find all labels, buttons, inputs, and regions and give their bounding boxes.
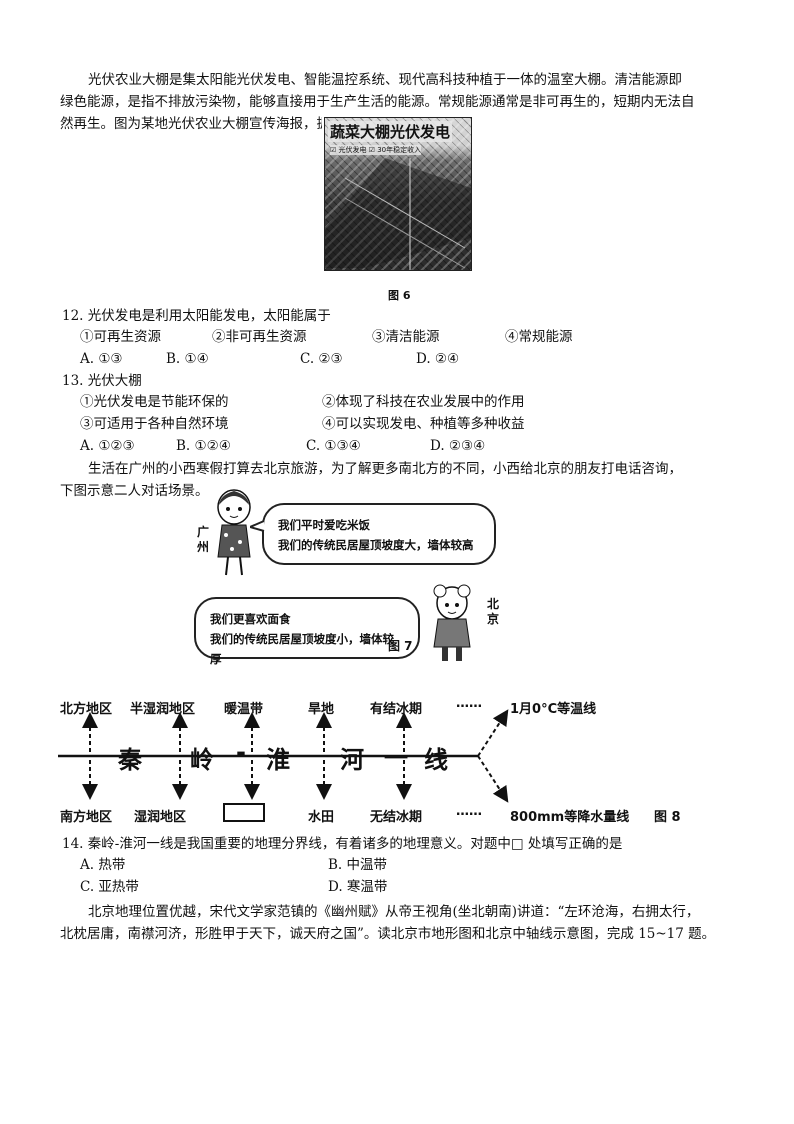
q12-item-4: ④常规能源 bbox=[505, 329, 573, 345]
f8-bottom-dots: …… bbox=[456, 804, 482, 819]
q12-item-1: ①可再生资源 bbox=[80, 329, 161, 345]
f8-bottom-4: 水田 bbox=[308, 810, 335, 825]
intro1-line1: 光伏农业大棚是集太阳能光伏发电、智能温控系统、现代高科技种植于一体的温室大棚。清… bbox=[88, 72, 682, 88]
poster-title: 蔬菜大棚光伏发电 bbox=[328, 121, 453, 142]
beijing-girl-illustration bbox=[433, 584, 471, 661]
f8-bottom-5: 无结冰期 bbox=[370, 810, 423, 825]
q12-option-d[interactable]: D. ②④ bbox=[416, 351, 460, 367]
q12-option-a[interactable]: A. ①③ bbox=[80, 351, 123, 367]
figure-7-dialogue: 广州 我们平时爱吃米饭 我们的传统民居屋顶坡度大，墙体较高 我们更喜欢面食 我们… bbox=[190, 485, 510, 670]
f8-top-6: 1月0°C等温线 bbox=[510, 702, 597, 717]
q13-item-2: ②体现了科技在农业发展中的作用 bbox=[322, 394, 525, 410]
q13-option-d[interactable]: D. ②③④ bbox=[430, 438, 486, 454]
f8-top-1: 北方地区 bbox=[60, 702, 113, 717]
figure-6-poster: 蔬菜大棚光伏发电 ☑ 光伏发电 ☑ 30年稳定收入 图 6 bbox=[322, 115, 474, 305]
intro1-line2: 绿色能源，是指不排放污染物，能够直接用于生产生活的能源。常规能源通常是非可再生的… bbox=[60, 94, 695, 110]
f8-top-5: 有结冰期 bbox=[370, 702, 423, 717]
f8-bottom-6: 800mm等降水量线 bbox=[510, 810, 630, 825]
speech-bubble-beijing: 我们更喜欢面食 我们的传统民居屋顶坡度小，墙体较厚 bbox=[194, 597, 420, 666]
guangzhou-girl-illustration bbox=[217, 489, 251, 576]
figure-7-caption: 图 7 bbox=[388, 639, 413, 653]
f8-center-1: 秦 bbox=[118, 746, 142, 774]
boundary-diagram-lines bbox=[58, 709, 509, 822]
f8-top-4: 旱地 bbox=[308, 702, 335, 717]
bubble1-line1: 我们平时爱吃米饭 bbox=[278, 518, 370, 532]
f8-center-5: 河 bbox=[340, 746, 364, 774]
poster-subtitle: ☑ 光伏发电 ☑ 30年稳定收入 bbox=[330, 145, 422, 155]
q14-stem: 14. 秦岭-淮河一线是我国重要的地理分界线，有着诸多的地理意义。对题中□ 处填… bbox=[62, 836, 623, 852]
f8-center-6: 一 bbox=[384, 744, 408, 772]
q12-option-c[interactable]: C. ②③ bbox=[300, 351, 343, 367]
q13-stem: 13. 光伏大棚 bbox=[62, 373, 142, 389]
f8-bottom-2: 湿润地区 bbox=[134, 810, 187, 825]
bubble1-line2: 我们的传统民居屋顶坡度大，墙体较高 bbox=[278, 538, 474, 552]
q12-option-b[interactable]: B. ①④ bbox=[166, 351, 209, 367]
blank-box bbox=[223, 803, 265, 822]
intro2-line2: 下图示意二人对话场景。 bbox=[60, 483, 209, 499]
f8-center-7: 线 bbox=[424, 746, 448, 774]
q12-stem: 12. 光伏发电是利用太阳能发电，太阳能属于 bbox=[62, 308, 331, 324]
f8-bottom-1: 南方地区 bbox=[60, 810, 113, 825]
q13-item-4: ④可以实现发电、种植等多种收益 bbox=[322, 416, 525, 432]
speech-bubble-guangzhou: 我们平时爱吃米饭 我们的传统民居屋顶坡度大，墙体较高 bbox=[262, 503, 496, 565]
bubble2-line2: 我们的传统民居屋顶坡度小，墙体较厚 bbox=[210, 632, 394, 666]
q14-option-b[interactable]: B. 中温带 bbox=[328, 857, 388, 873]
f8-center-3: - bbox=[236, 738, 246, 766]
intro3-line1: 北京地理位置优越，宋代文学家范镇的《幽州赋》从帝王视角(坐北朝南)讲道：“左环沧… bbox=[88, 904, 700, 920]
q13-item-3: ③可适用于各种自然环境 bbox=[80, 416, 229, 432]
intro2-line1: 生活在广州的小西寒假打算去北京旅游，为了解更多南北方的不同，小西给北京的朋友打电… bbox=[88, 461, 682, 477]
bubble1-tail bbox=[250, 520, 265, 532]
q13-option-b[interactable]: B. ①②④ bbox=[176, 438, 231, 454]
q13-option-c[interactable]: C. ①③④ bbox=[306, 438, 361, 454]
figure-8-boundary-diagram: 北方地区 半湿润地区 暖温带 旱地 有结冰期 …… 1月0°C等温线 秦 岭 -… bbox=[58, 690, 698, 830]
bubble2-line1: 我们更喜欢面食 bbox=[210, 612, 291, 626]
f8-top-3: 暖温带 bbox=[224, 702, 264, 717]
guangzhou-label: 广州 bbox=[196, 525, 209, 554]
figure-6-caption: 图 6 bbox=[388, 289, 411, 302]
f8-center-2: 岭 bbox=[190, 746, 214, 774]
q12-item-2: ②非可再生资源 bbox=[212, 329, 307, 345]
intro3-line2: 北枕居庸，南襟河济，形胜甲于天下，诚天府之国”。读北京市地形图和北京中轴线示意图… bbox=[60, 926, 716, 942]
q13-item-1: ①光伏发电是节能环保的 bbox=[80, 394, 229, 410]
f8-top-2: 半湿润地区 bbox=[130, 702, 196, 717]
q14-option-d[interactable]: D. 寒温带 bbox=[328, 879, 388, 895]
q13-option-a[interactable]: A. ①②③ bbox=[80, 438, 135, 454]
q12-item-3: ③清洁能源 bbox=[372, 329, 440, 345]
q14-option-c[interactable]: C. 亚热带 bbox=[80, 879, 139, 895]
q14-option-a[interactable]: A. 热带 bbox=[80, 857, 126, 873]
f8-center-4: 淮 bbox=[266, 746, 290, 774]
f8-top-dots: …… bbox=[456, 696, 482, 711]
greenhouse-photo bbox=[324, 117, 472, 271]
beijing-label: 北京 bbox=[486, 597, 499, 626]
figure-8-caption: 图 8 bbox=[654, 810, 681, 825]
